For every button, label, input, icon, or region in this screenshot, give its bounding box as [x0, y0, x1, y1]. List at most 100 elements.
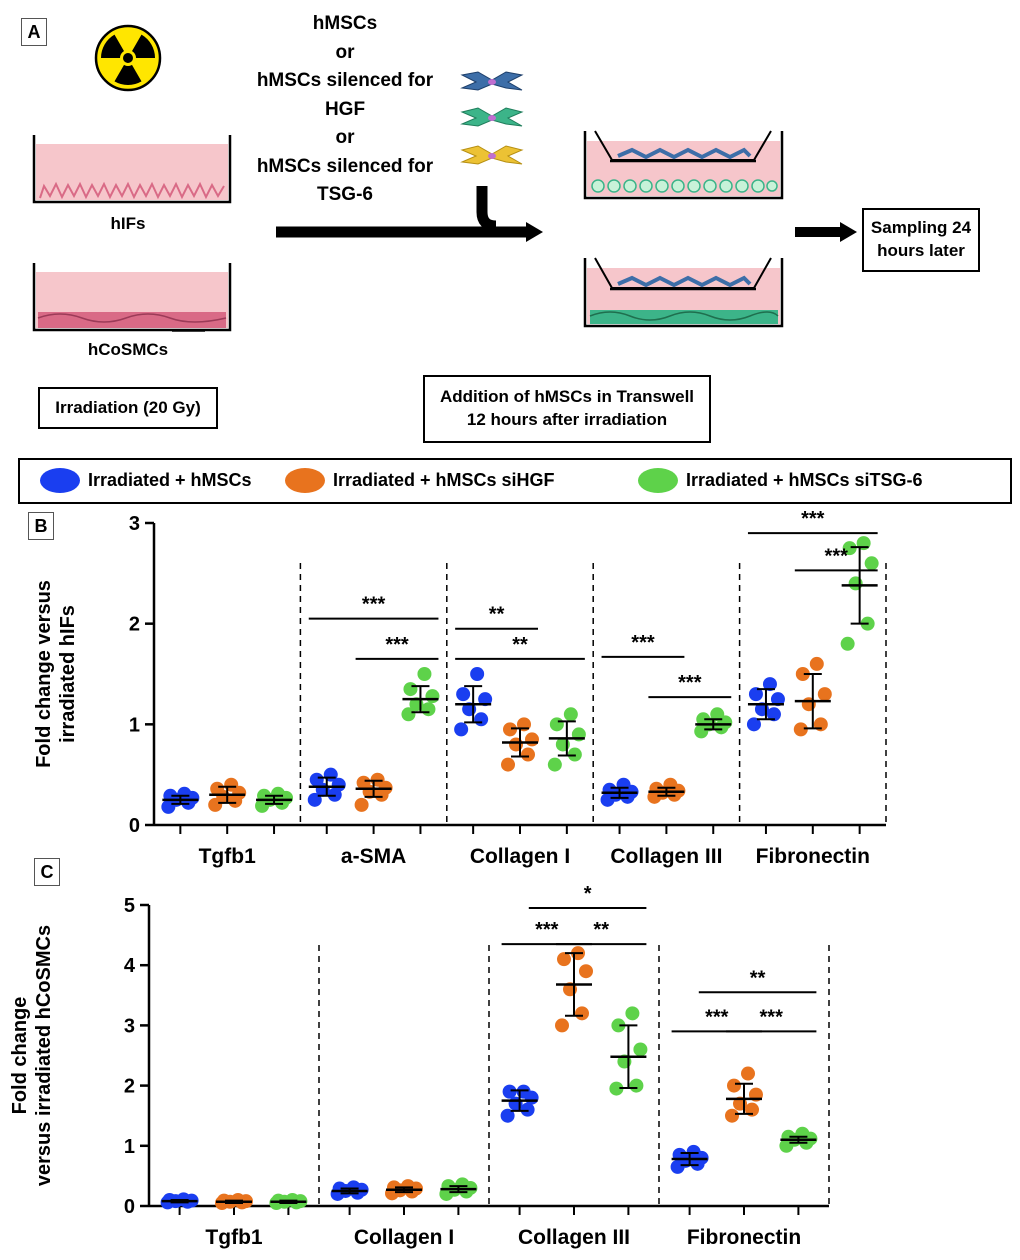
- data-point: [727, 1078, 741, 1093]
- treatment-line: hMSCs silenced for: [256, 155, 434, 177]
- significance-label: ***: [385, 634, 409, 656]
- data-point: [456, 687, 471, 702]
- x-category-label: Fibronectin: [756, 845, 870, 868]
- data-point: [421, 702, 436, 717]
- data-point: [474, 712, 489, 727]
- significance-label: ***: [825, 545, 849, 567]
- data-point: [817, 687, 832, 702]
- data-point: [725, 1108, 739, 1123]
- data-point: [696, 712, 711, 727]
- data-point: [555, 1018, 569, 1033]
- treatment-line: hMSCs silenced for: [256, 70, 434, 91]
- data-point: [609, 1081, 624, 1096]
- y-tick-label: 1: [124, 1136, 135, 1158]
- x-category-label: Collagen I: [470, 845, 570, 868]
- data-point: [525, 732, 539, 747]
- legend-marker-icon: [285, 468, 325, 493]
- significance-label: ***: [705, 1006, 729, 1028]
- legend-label: Irradiated + hMSCs: [88, 470, 252, 490]
- data-point: [401, 707, 416, 722]
- data-point: [210, 781, 225, 796]
- y-tick-label: 2: [129, 614, 140, 636]
- data-point: [470, 667, 485, 681]
- addition-line: Addition of hMSCs in Transwell: [439, 387, 695, 407]
- data-point: [629, 1078, 644, 1093]
- data-point: [557, 952, 571, 967]
- data-point: [567, 747, 582, 762]
- legend-label: Irradiated + hMSCs siTSG-6: [686, 470, 923, 490]
- significance-label: **: [489, 604, 505, 626]
- y-axis-label: Fold change versus: [33, 580, 55, 768]
- data-point: [403, 682, 418, 697]
- legend-item: Irradiated + hMSCs siHGF: [285, 468, 555, 493]
- data-point: [563, 707, 578, 722]
- data-point: [502, 1084, 517, 1099]
- hmsc-blue-icon: [460, 71, 524, 91]
- data-point: [356, 775, 371, 790]
- legend-label: Irradiated + hMSCs siHGF: [333, 470, 555, 490]
- data-point: [520, 1102, 535, 1117]
- legend-item: Irradiated + hMSCs: [40, 468, 252, 493]
- data-point: [503, 722, 517, 737]
- legend-item: Irradiated + hMSCs siTSG-6: [638, 468, 923, 493]
- data-point: [793, 722, 808, 737]
- significance-label: **: [750, 967, 766, 989]
- legend-marker-icon: [638, 468, 678, 493]
- addition-line: 12 hours after irradiation: [466, 410, 668, 429]
- hifs-dish-icon: [32, 135, 232, 204]
- y-tick-label: 0: [129, 815, 140, 837]
- y-axis-label: versus irradiated hCoSMCs: [33, 925, 55, 1186]
- data-point: [454, 722, 469, 737]
- addition-box: Addition of hMSCs in Transwell 12 hours …: [423, 375, 711, 443]
- data-point: [809, 656, 824, 671]
- significance-label: **: [512, 634, 528, 656]
- data-point: [547, 757, 562, 772]
- data-point: [746, 717, 761, 732]
- legend: Irradiated + hMSCs Irradiated + hMSCs si…: [18, 458, 1012, 504]
- hmsc-green-icon: [460, 107, 524, 127]
- hcosmcs-label: hCoSMCs: [87, 340, 169, 359]
- panel-letter-a: A: [21, 18, 47, 46]
- data-point: [579, 964, 593, 979]
- data-point: [501, 757, 515, 772]
- data-point: [633, 1042, 648, 1057]
- data-point: [840, 636, 855, 651]
- significance-label: **: [593, 919, 609, 941]
- hifs-label: hIFs: [110, 214, 146, 233]
- treatment-line: HGF: [324, 98, 366, 120]
- data-point: [549, 717, 564, 732]
- data-point: [575, 1006, 589, 1021]
- significance-label: ***: [678, 672, 702, 694]
- significance-label: ***: [760, 1006, 784, 1028]
- data-point: [500, 1108, 515, 1123]
- hcosmcs-dish-icon: [32, 263, 232, 332]
- hmsc-yellow-icon: [460, 145, 524, 165]
- data-point: [748, 687, 763, 702]
- panel-letter-b: B: [28, 512, 54, 540]
- y-tick-label: 0: [124, 1196, 135, 1218]
- data-point: [425, 689, 440, 704]
- data-point: [521, 747, 535, 762]
- sampling-arrow-icon: [795, 222, 857, 242]
- sampling-box: Sampling 24 hours later: [862, 208, 980, 272]
- significance-label: ***: [362, 594, 386, 616]
- data-point: [309, 772, 324, 787]
- y-tick-label: 3: [129, 513, 140, 535]
- panel-letter-c: C: [34, 858, 60, 886]
- data-point: [417, 667, 432, 681]
- data-point: [795, 667, 810, 681]
- treatment-options: hMSCs or hMSCs silenced for HGF or hMSCs…: [240, 10, 450, 210]
- sampling-line: Sampling 24: [870, 218, 972, 238]
- radiation-hazard-icon: [94, 24, 162, 92]
- legend-marker-icon: [40, 468, 80, 493]
- data-point: [354, 797, 369, 812]
- significance-label: ***: [535, 919, 559, 941]
- significance-label: ***: [801, 508, 825, 530]
- data-point: [710, 707, 725, 722]
- data-point: [762, 677, 777, 692]
- panel-a-schematic: [32, 24, 857, 332]
- y-tick-label: 5: [124, 895, 135, 917]
- transwell-bottom-icon: [583, 257, 784, 328]
- x-category-label: Collagen I: [354, 1226, 454, 1249]
- irradiation-label: Irradiation (20 Gy): [55, 397, 201, 417]
